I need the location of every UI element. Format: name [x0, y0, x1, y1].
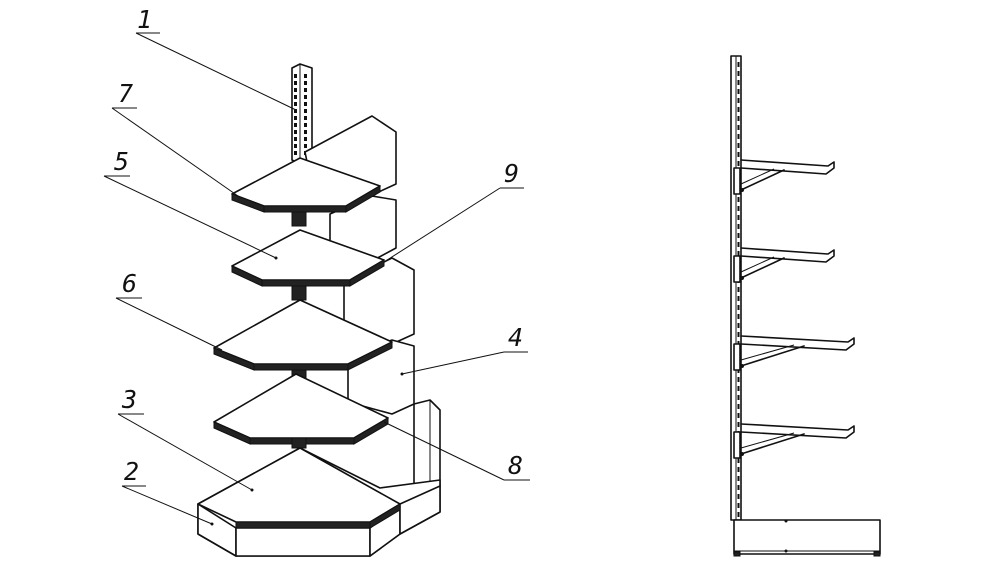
- base-plinth: [197, 438, 441, 557]
- callout-1: 1: [135, 5, 297, 111]
- callout-5: 5: [103, 147, 278, 260]
- callout-9: 9: [383, 159, 524, 263]
- elevation-shelf-bracket: [733, 335, 855, 371]
- callouts: 1 7 5 9 6 4: [103, 5, 530, 526]
- elevation-base: [733, 519, 881, 555]
- callout-label-2: 2: [124, 457, 139, 486]
- callout-2: 2: [121, 457, 214, 526]
- callout-label-6: 6: [122, 269, 137, 298]
- callout-6: 6: [115, 269, 223, 351]
- callout-4: 4: [400, 323, 528, 376]
- shelf-third: [213, 299, 393, 379]
- elevation-shelf-bracket: [733, 247, 835, 283]
- callout-8: 8: [383, 421, 530, 481]
- callout-label-3: 3: [121, 385, 137, 414]
- elevation-shelf-bracket: [733, 159, 835, 195]
- callout-label-7: 7: [118, 79, 133, 108]
- callout-label-5: 5: [114, 147, 129, 176]
- elevation-shelf-bracket: [733, 423, 855, 459]
- callout-3: 3: [117, 385, 254, 492]
- callout-label-1: 1: [137, 5, 152, 34]
- shelf-second: [231, 229, 385, 301]
- corner-shelf-unit-isometric: [197, 63, 441, 557]
- side-elevation: [730, 55, 881, 557]
- shelf-fourth: [213, 373, 389, 449]
- callout-7: 7: [111, 79, 239, 197]
- callout-label-4: 4: [508, 323, 523, 352]
- callout-label-8: 8: [508, 451, 523, 480]
- callout-label-9: 9: [504, 159, 519, 188]
- shelf-top: [231, 157, 381, 227]
